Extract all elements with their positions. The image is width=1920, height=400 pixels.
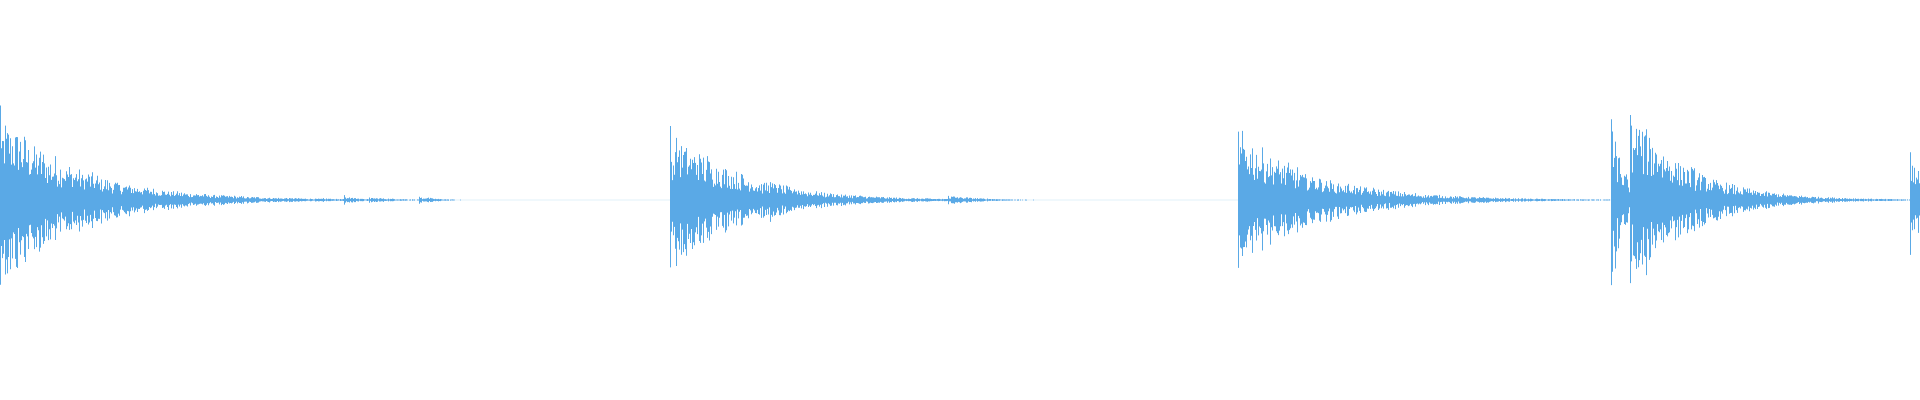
waveform-samples [0, 105, 1920, 286]
